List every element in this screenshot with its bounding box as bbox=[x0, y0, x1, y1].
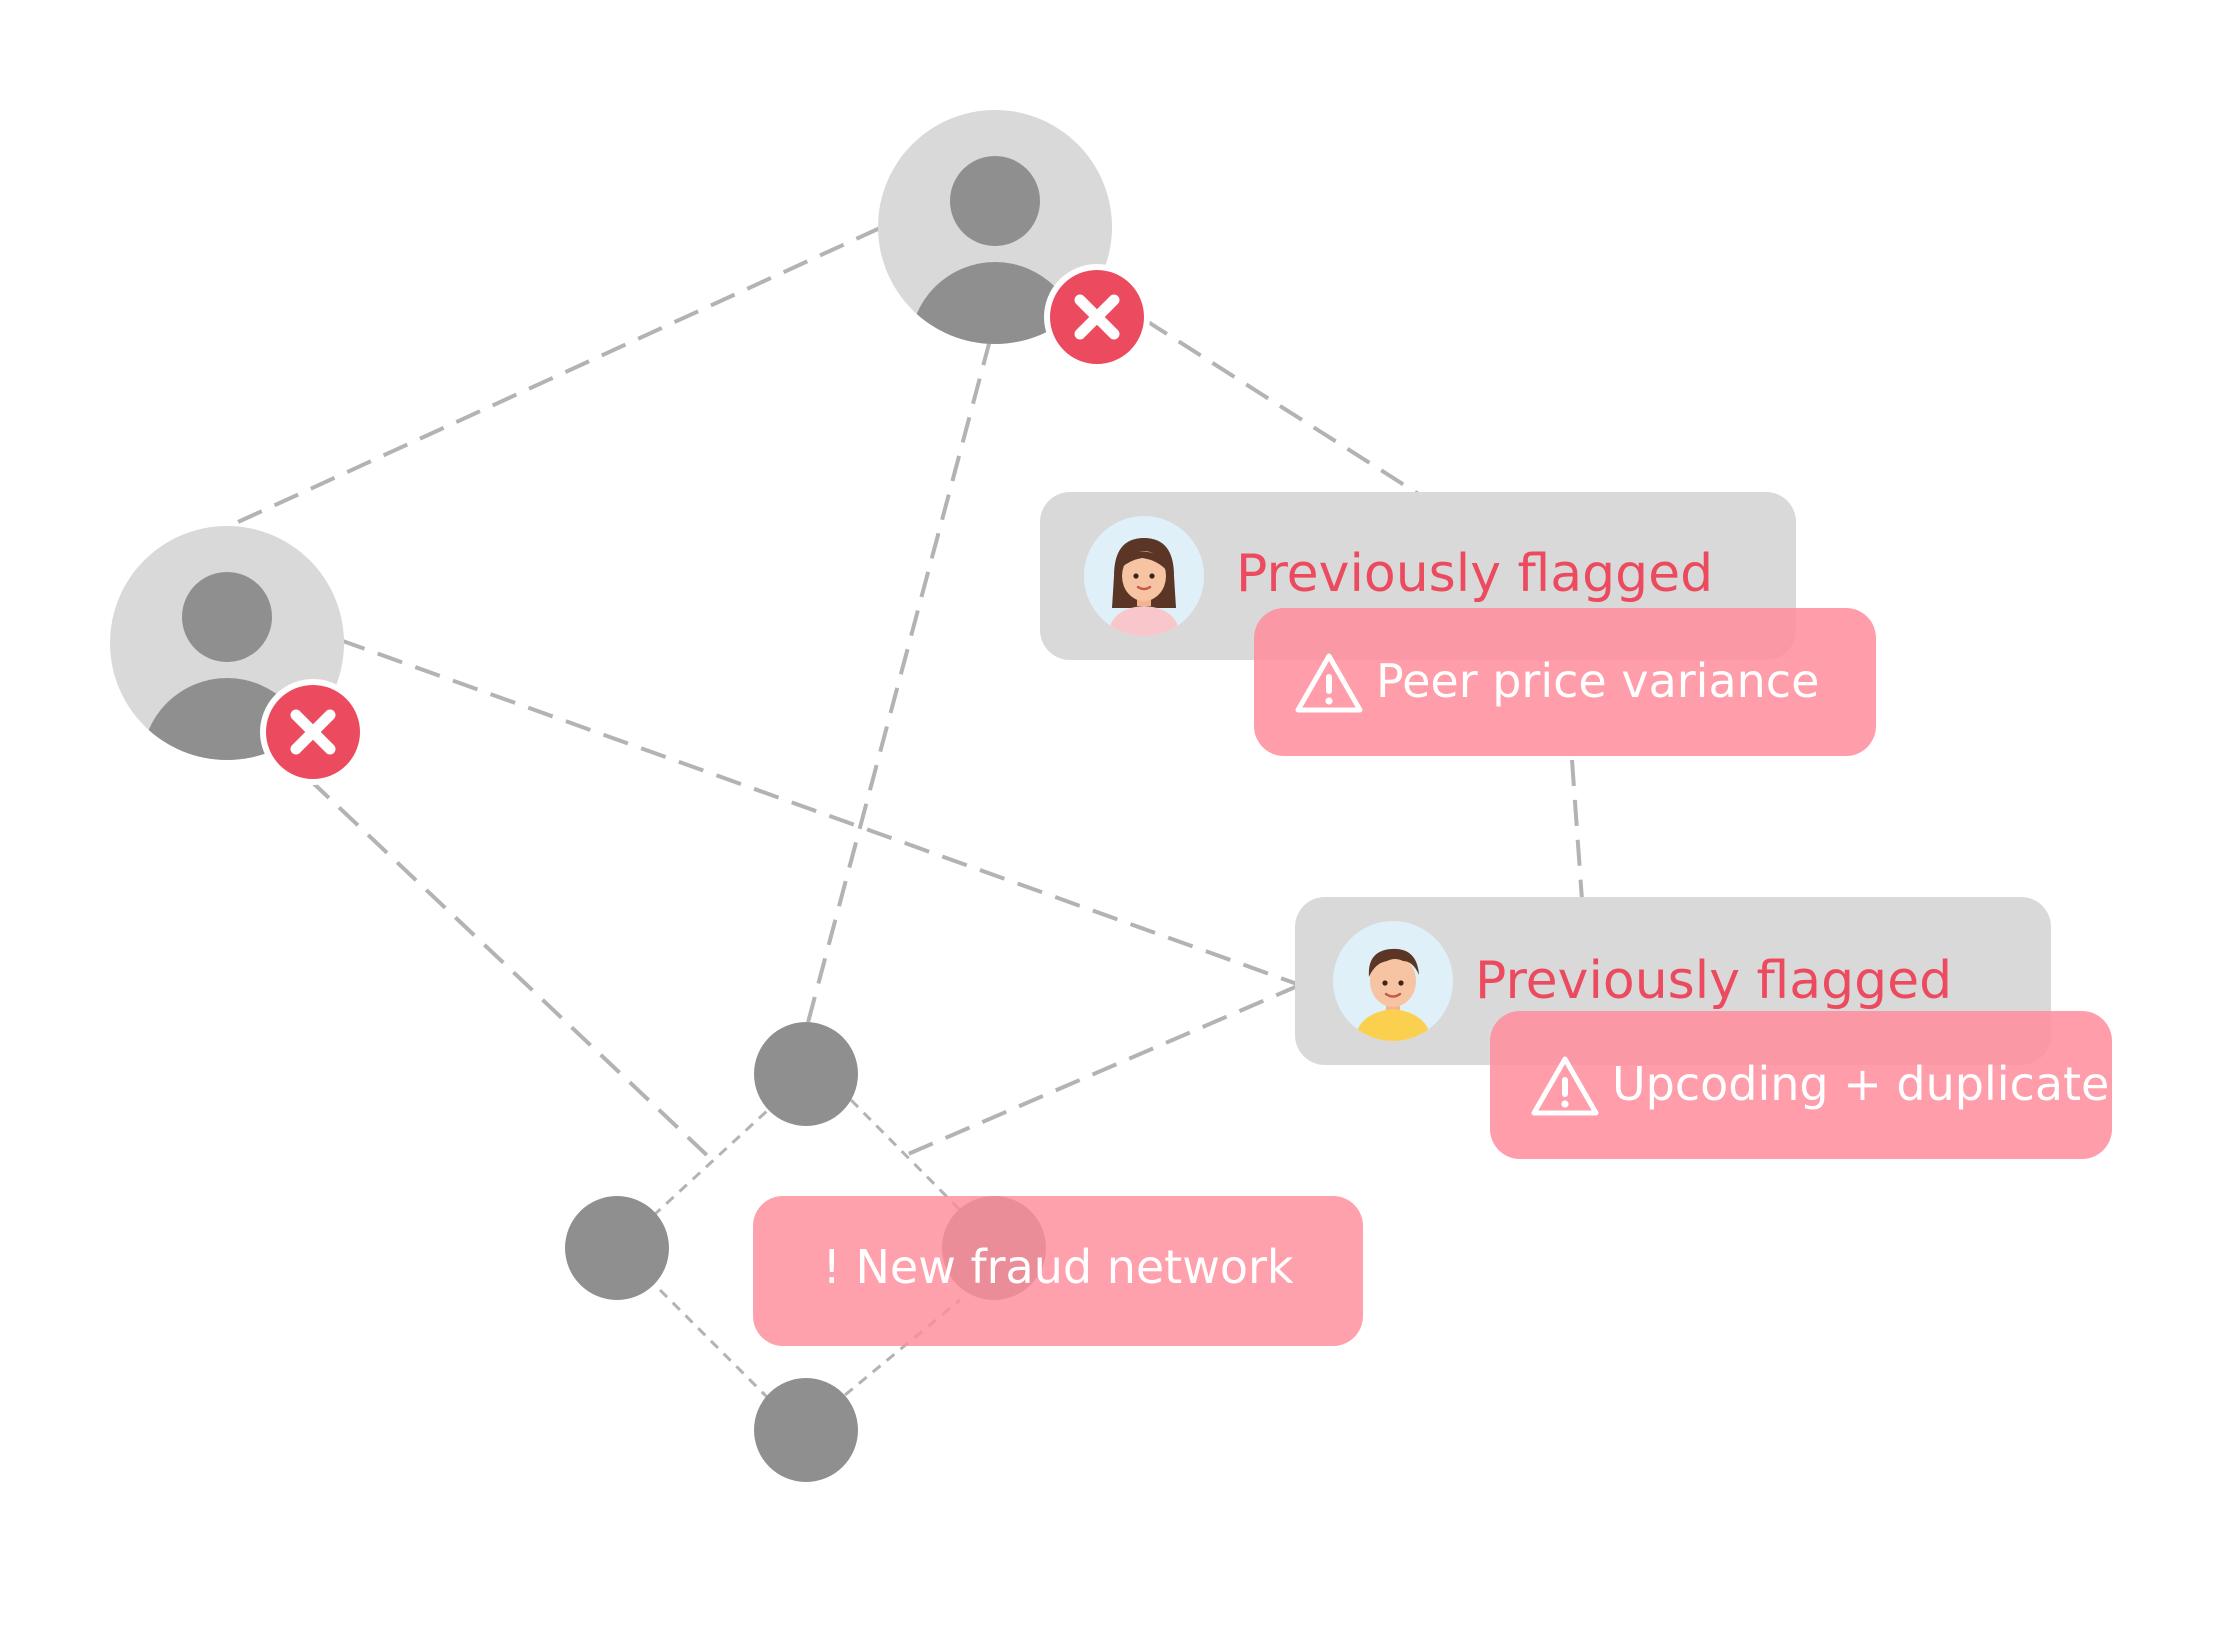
close-icon bbox=[1044, 264, 1150, 370]
close-icon bbox=[260, 679, 366, 785]
edge bbox=[905, 983, 1301, 1157]
edge bbox=[224, 226, 881, 530]
alert-label: Upcoding + duplicate bbox=[1612, 1057, 2110, 1111]
network-alert-card[interactable]: ! New fraud network bbox=[753, 1196, 1363, 1346]
edge bbox=[804, 339, 992, 1031]
alert-label: Peer price variance bbox=[1376, 654, 1820, 708]
man-avatar-icon bbox=[1333, 921, 1453, 1041]
warning-triangle-icon bbox=[1295, 653, 1363, 713]
edge bbox=[658, 1288, 772, 1402]
network-node[interactable] bbox=[565, 1196, 669, 1300]
edge bbox=[1570, 759, 1584, 901]
user-head bbox=[950, 156, 1040, 246]
user-head bbox=[182, 572, 272, 662]
edge bbox=[308, 778, 714, 1162]
edge bbox=[849, 1098, 962, 1212]
edge bbox=[844, 1298, 961, 1397]
warning-triangle-icon bbox=[1531, 1056, 1599, 1116]
network-node[interactable] bbox=[754, 1378, 858, 1482]
network-alert-label: ! New fraud network bbox=[822, 1240, 1294, 1294]
network-node[interactable] bbox=[754, 1022, 858, 1126]
edge bbox=[1143, 318, 1422, 497]
flag-label: Previously flagged bbox=[1236, 544, 1714, 604]
edge bbox=[339, 638, 1301, 987]
alert-card[interactable]: Peer price variance bbox=[1254, 608, 1876, 756]
woman-avatar-icon bbox=[1084, 516, 1204, 636]
alert-card[interactable]: Upcoding + duplicate bbox=[1490, 1011, 2112, 1159]
flag-label: Previously flagged bbox=[1475, 951, 1953, 1011]
